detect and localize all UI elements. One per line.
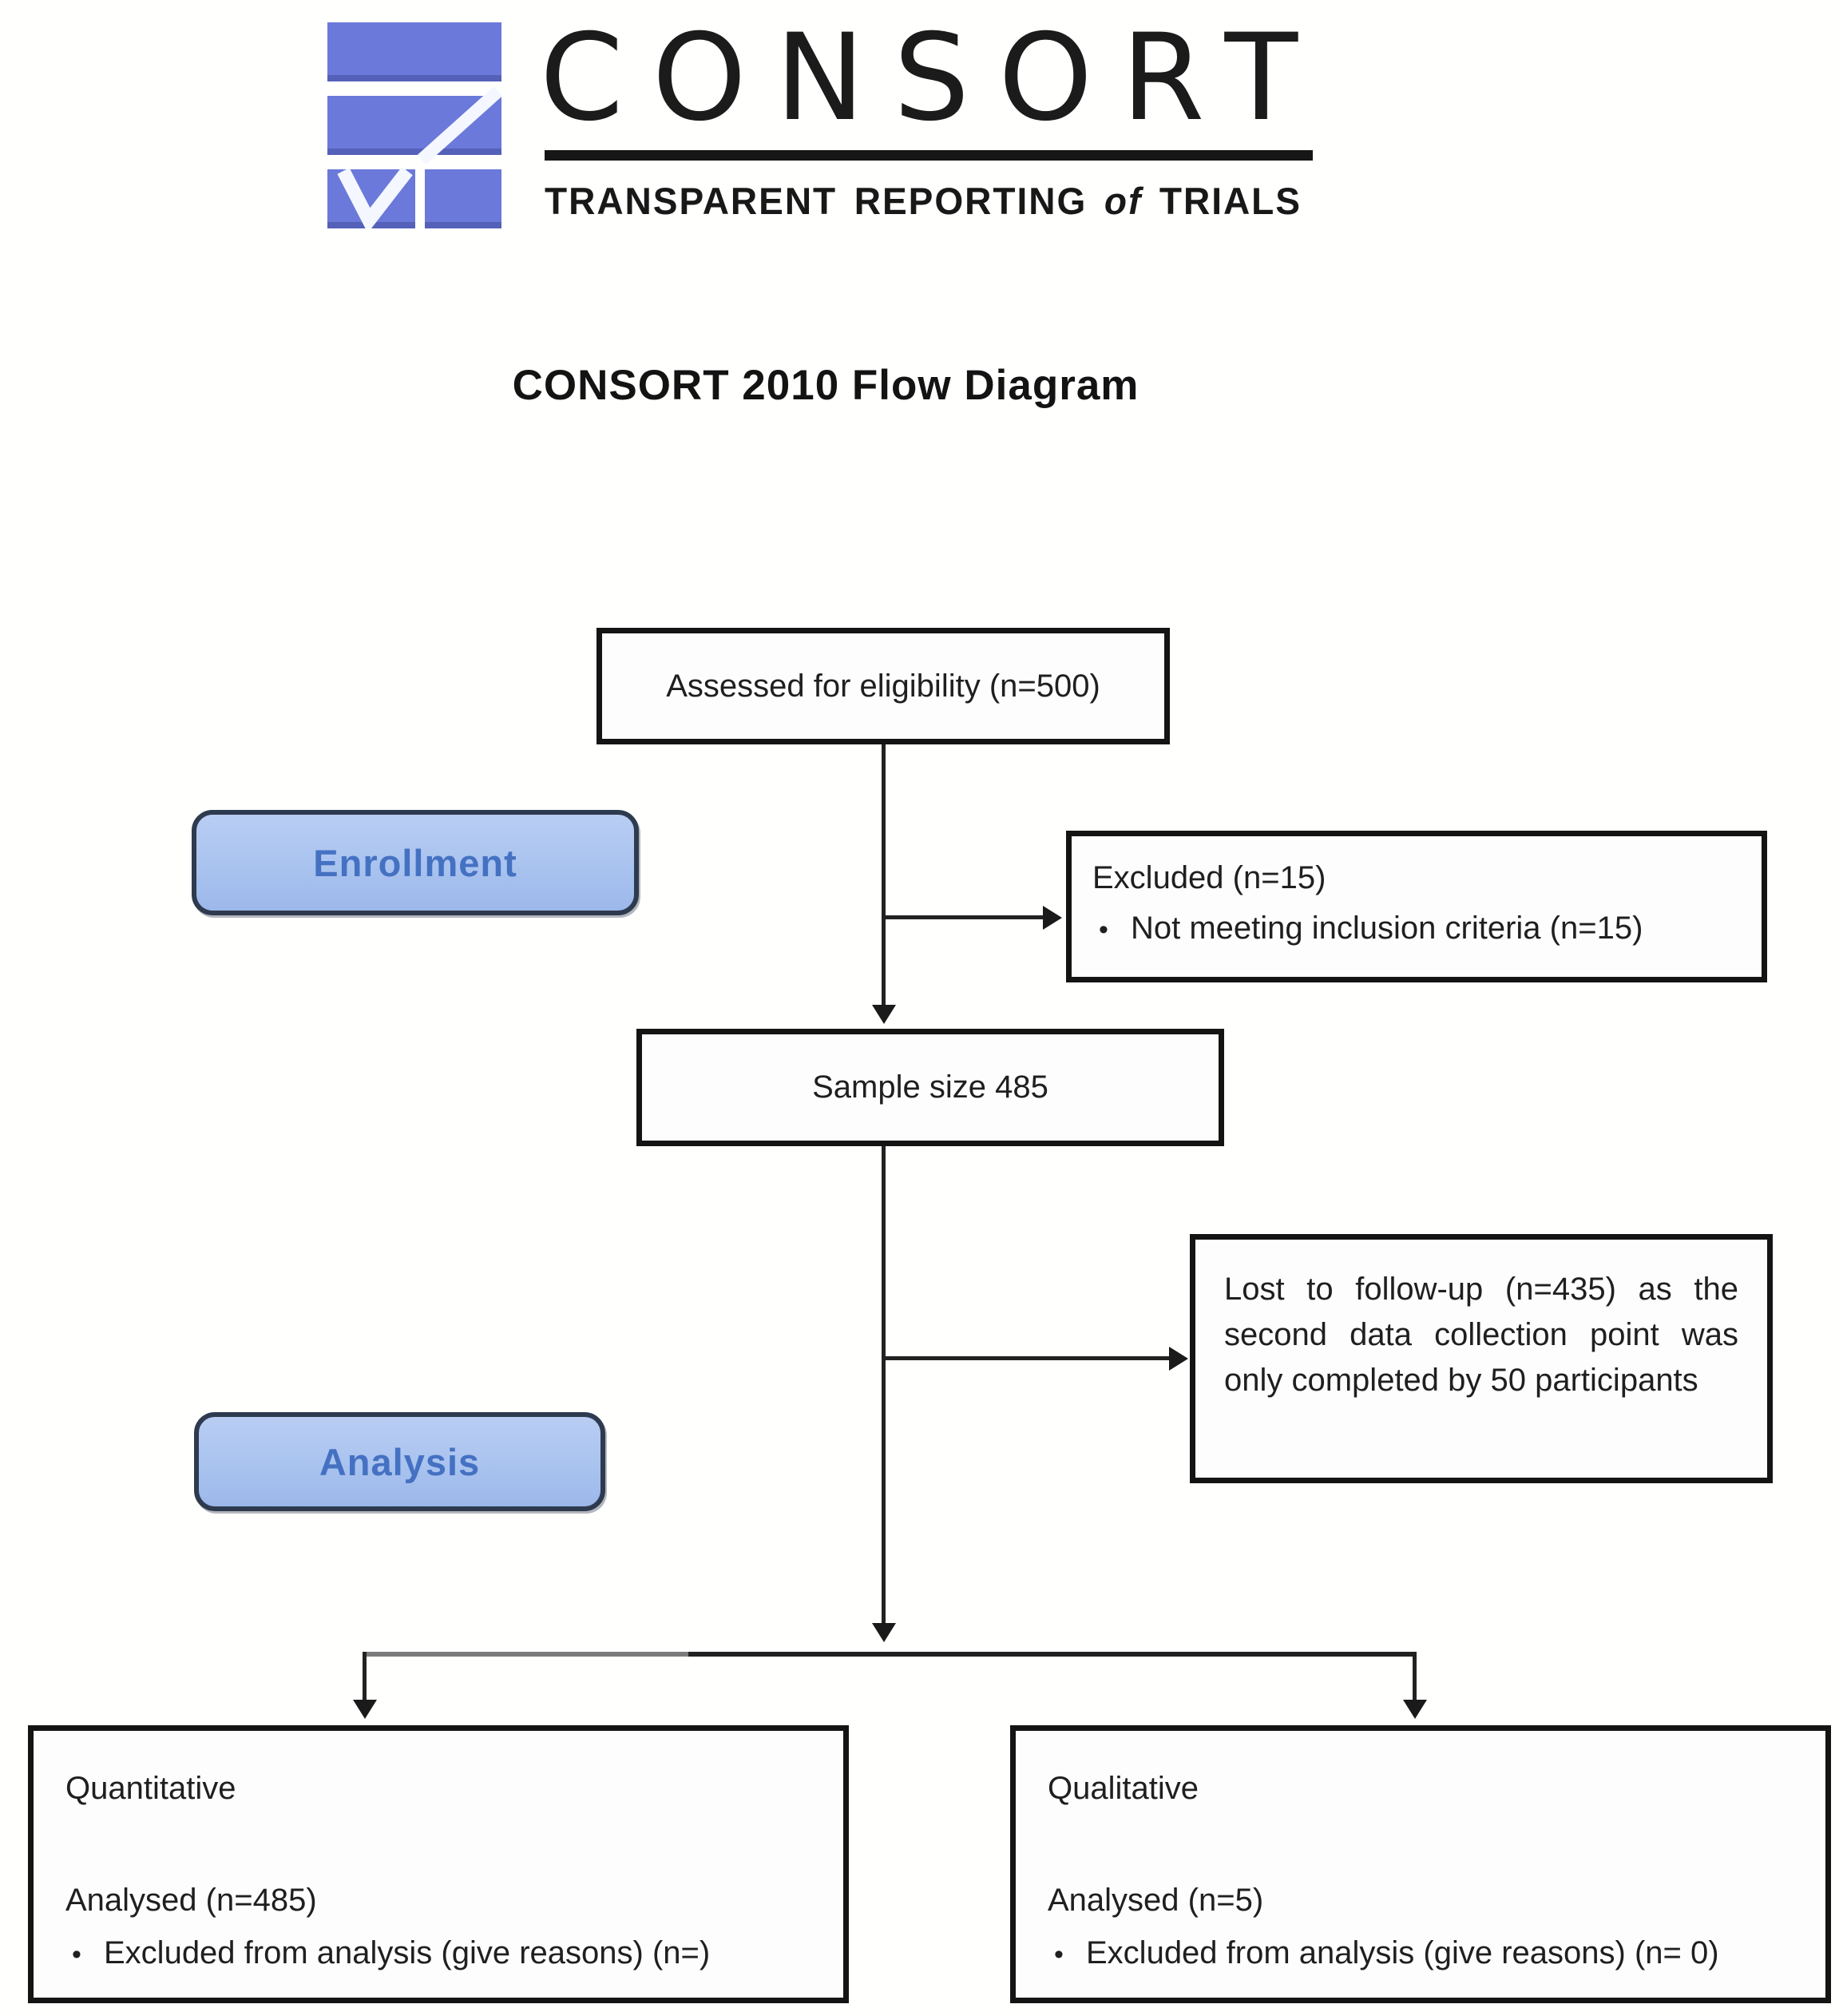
connector-split-to-qualitative	[1413, 1652, 1417, 1701]
qualitative-heading: Qualitative	[1048, 1771, 1199, 1806]
excluded-bullet-line: • Not meeting inclusion criteria (n=15)	[1092, 911, 1741, 946]
tagline-part2: TRIALS	[1159, 180, 1302, 222]
box-lost-to-follow-up: Lost to follow-up (n=435) as the second …	[1190, 1234, 1773, 1483]
bullet-icon: •	[1054, 1939, 1064, 1970]
consort-checkmark-icon	[327, 22, 503, 233]
excluded-line: Excluded (n=15)	[1092, 860, 1326, 895]
box-sample-size: Sample size 485	[636, 1029, 1224, 1146]
split-bar-left	[365, 1652, 688, 1657]
arrowhead-at-split	[872, 1623, 896, 1642]
stage-label-enrollment: Enrollment	[192, 810, 639, 915]
arrowhead-into-lost	[1169, 1347, 1188, 1371]
consort-logo-mark	[327, 22, 503, 233]
split-bar-right	[688, 1652, 1415, 1657]
box-quantitative: Quantitative Analysed (n=485) • Excluded…	[28, 1725, 849, 2003]
connector-to-excluded	[883, 915, 1044, 919]
bullet-icon: •	[72, 1939, 81, 1970]
qualitative-analysed-line: Analysed (n=5)	[1048, 1883, 1264, 1918]
assessed-text: Assessed for eligibility (n=500)	[666, 668, 1100, 704]
qualitative-bullet-line: • Excluded from analysis (give reasons) …	[1048, 1932, 1793, 1974]
bullet-icon: •	[1099, 915, 1108, 945]
arrowhead-into-qualitative	[1403, 1700, 1427, 1719]
qualitative-bullet-text: Excluded from analysis (give reasons) (n…	[1086, 1935, 1719, 1970]
quantitative-analysed-line: Analysed (n=485)	[65, 1883, 317, 1918]
connector-sample-to-split	[882, 1145, 886, 1625]
box-excluded: Excluded (n=15) • Not meeting inclusion …	[1066, 831, 1767, 982]
box-assessed-for-eligibility: Assessed for eligibility (n=500)	[596, 628, 1170, 744]
connector-assessed-to-sample	[882, 744, 886, 1015]
stage-label-analysis: Analysis	[194, 1412, 605, 1511]
quantitative-heading: Quantitative	[65, 1771, 236, 1806]
connector-split-to-quantitative	[363, 1652, 367, 1701]
connector-to-lost	[883, 1356, 1172, 1360]
box-qualitative: Qualitative Analysed (n=5) • Excluded fr…	[1010, 1725, 1831, 2003]
sample-size-text: Sample size 485	[812, 1070, 1048, 1105]
arrowhead-into-quantitative	[353, 1700, 377, 1719]
quantitative-bullet-text: Excluded from analysis (give reasons) (n…	[104, 1935, 711, 1970]
tagline-part1: TRANSPARENT REPORTING	[545, 180, 1088, 222]
arrowhead-into-sample	[872, 1005, 896, 1024]
excluded-bullet-text: Not meeting inclusion criteria (n=15)	[1131, 911, 1643, 946]
logo-divider-rule	[545, 150, 1313, 161]
quantitative-bullet-line: • Excluded from analysis (give reasons) …	[65, 1932, 811, 1974]
arrowhead-into-excluded	[1043, 906, 1062, 930]
tagline-of: of	[1104, 180, 1143, 222]
page-title: CONSORT 2010 Flow Diagram	[512, 362, 1139, 409]
lost-text: Lost to follow-up (n=435) as the second …	[1224, 1272, 1738, 1398]
consort-tagline: TRANSPARENT REPORTING of TRIALS	[545, 179, 1335, 223]
consort-wordmark: CONSORT	[540, 9, 1327, 148]
